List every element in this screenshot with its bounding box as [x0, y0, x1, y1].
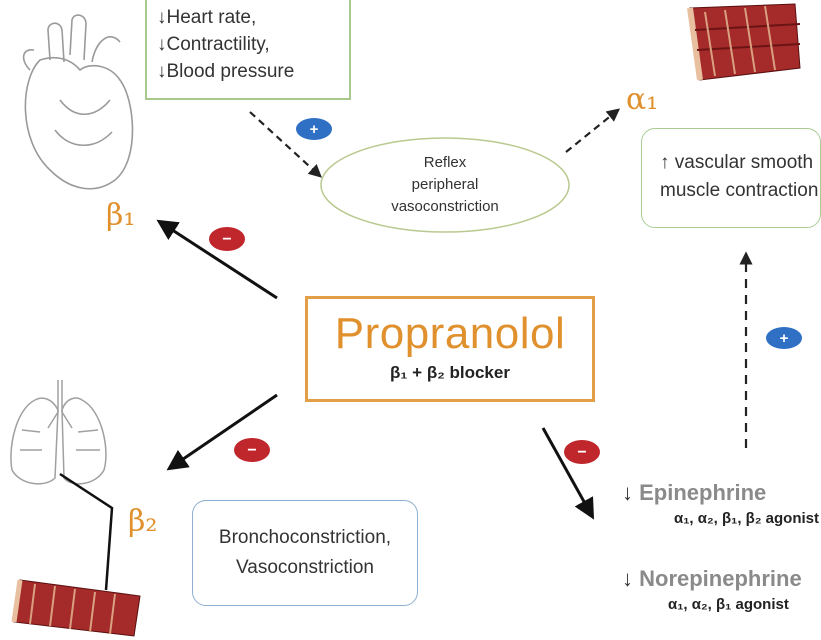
beta2-effect-vasoconstriction: Vasoconstriction: [236, 557, 374, 578]
minus-badge-beta1: −: [209, 227, 245, 251]
plus-badge-heart: +: [296, 118, 332, 140]
epinephrine-item: ↓ Epinephrine α₁, α₂, β₁, β₂ agonist: [622, 480, 819, 527]
heart-effect-heart-rate: ↓Heart rate,: [157, 7, 257, 28]
minus-badge-beta2: −: [234, 438, 270, 462]
blood-vessel-icon: [687, 3, 801, 81]
beta2-effect-bronchoconstriction: Bronchoconstriction,: [218, 527, 392, 548]
svg-text:+: +: [310, 121, 319, 138]
reflex-line-1: Reflex: [423, 154, 467, 171]
epinephrine-arrow: ↓: [622, 480, 633, 505]
norepinephrine-arrow: ↓: [622, 566, 633, 591]
propranolol-box: Propranolol β₁ + β₂ blocker: [305, 296, 595, 402]
beta1-receptor-label: β₁: [106, 198, 136, 233]
svg-text:−: −: [222, 231, 231, 248]
vascular-line-1: ↑ vascular smooth: [660, 152, 814, 173]
heart-effect-blood-pressure: ↓Blood pressure: [157, 61, 295, 82]
reflex-vasoconstriction-label: Reflex peripheral vasoconstriction: [322, 140, 568, 230]
diagram-graphics: [10, 3, 801, 637]
reflex-line-3: vasoconstriction: [391, 198, 499, 215]
reflex-line-2: peripheral: [411, 176, 479, 193]
svg-text:−: −: [247, 442, 256, 459]
vascular-contraction-box: ↑ vascular smooth muscle contraction: [641, 128, 821, 228]
alpha1-receptor-label: α₁: [626, 82, 659, 117]
beta2-receptor-label: β₂: [128, 504, 158, 539]
lungs-icon: [10, 380, 107, 485]
drug-name: Propranolol: [334, 309, 566, 358]
norepinephrine-item: ↓ Norepinephrine α₁, α₂, β₁ agonist: [622, 566, 802, 613]
norepinephrine-agonist: α₁, α₂, β₁ agonist: [668, 596, 789, 613]
norepinephrine-label: Norepinephrine: [639, 566, 802, 591]
svg-text:−: −: [577, 444, 586, 461]
beta2-effects-box: Bronchoconstriction, Vasoconstriction: [192, 500, 418, 606]
epinephrine-label: Epinephrine: [639, 480, 767, 505]
plus-badge-vascular: +: [766, 327, 802, 349]
reflex-ellipse: [320, 137, 570, 233]
heart-effects-box: ↓Heart rate, ↓Contractility, ↓Blood pres…: [145, 0, 351, 100]
svg-text:+: +: [780, 330, 789, 347]
heart-icon: [22, 14, 134, 190]
drug-subtitle: β₁ + β₂ blocker: [390, 363, 510, 382]
blood-vessel-icon-small: [11, 579, 141, 637]
heart-effect-contractility: ↓Contractility,: [157, 34, 270, 55]
vascular-line-2: muscle contraction: [660, 180, 819, 201]
epinephrine-agonist: α₁, α₂, β₁, β₂ agonist: [674, 510, 819, 527]
minus-badge-hormones: −: [564, 440, 600, 464]
